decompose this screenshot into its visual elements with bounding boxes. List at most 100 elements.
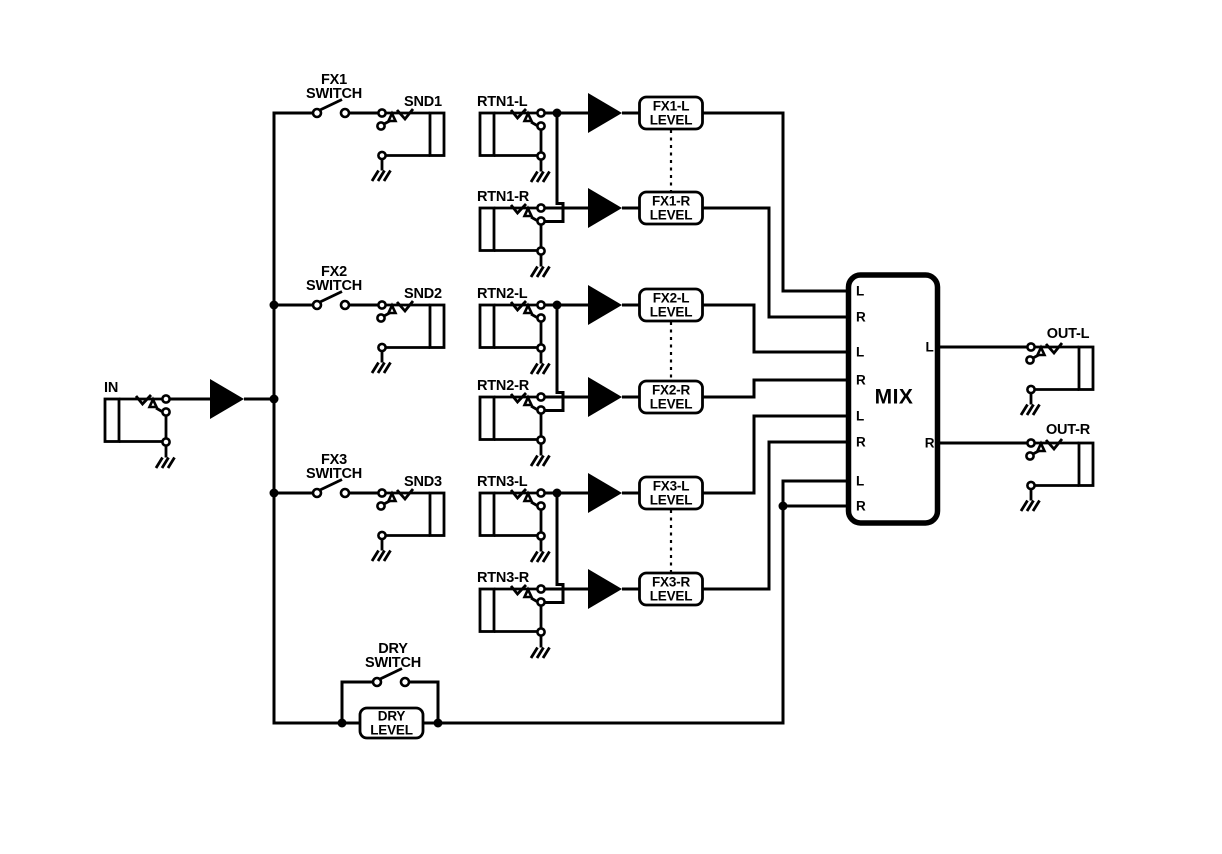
dry-level-block: DRY LEVEL: [358, 706, 425, 740]
mix-in-8-label: R: [856, 499, 866, 514]
fx3-l-level-label2: LEVEL: [650, 493, 693, 508]
fx2-switch-label: FX2: [321, 264, 347, 280]
rtn1-l-jack-icon: [478, 107, 551, 184]
dry-switch-label2: SWITCH: [365, 655, 421, 671]
snd3-jack-icon: [370, 487, 446, 563]
mix-in-7-label: L: [856, 474, 864, 489]
rtn2-l-jack-icon: [478, 299, 551, 376]
wire-fx3l-to-mix: [702, 414, 852, 495]
fx3-r-level-label2: LEVEL: [650, 589, 693, 604]
mix-in-3-label: L: [856, 345, 864, 360]
fx1-switch-icon: [311, 98, 351, 119]
junction-dot: [433, 718, 443, 728]
snd2-label: SND2: [404, 286, 442, 302]
mix-label: MIX: [875, 386, 914, 409]
fx1-r-level-label2: LEVEL: [650, 208, 693, 223]
rtn1-l-amp-icon: [588, 93, 622, 133]
wire-dry-to-mix-l: [423, 479, 852, 725]
out-r-label: OUT-R: [1046, 422, 1091, 438]
fx3-l-level-block: FX3-L LEVEL: [638, 475, 704, 511]
rtn2-l-label: RTN2-L: [477, 286, 528, 302]
mix-in-1-label: L: [856, 284, 864, 299]
mix-in-2-label: R: [856, 310, 866, 325]
rtn1-r-amp-icon: [588, 188, 622, 228]
fx3-r-level-block: FX3-R LEVEL: [638, 571, 704, 607]
rtn1-l-label: RTN1-L: [477, 94, 528, 110]
in-label: IN: [104, 380, 118, 396]
wire-rtn1-normal-link: [544, 113, 565, 223]
dry-level-label2: LEVEL: [370, 723, 413, 738]
fx2-switch-icon: [311, 290, 351, 311]
input-buffer-amp-icon: [210, 379, 244, 419]
fx3-switch-icon: [311, 478, 351, 499]
fx3-r-level-label: FX3-R: [652, 575, 690, 590]
rtn3-l-jack-icon: [478, 487, 551, 564]
mix-out-l-label: L: [925, 340, 933, 355]
rtn2-r-jack-icon: [478, 391, 551, 468]
junction-dots: [269, 108, 788, 728]
fx2-r-level-label: FX2-R: [652, 383, 690, 398]
mix-in-5-label: L: [856, 409, 864, 424]
junction-dot: [552, 108, 562, 118]
rtn3-l-amp-icon: [588, 473, 622, 513]
junction-dot: [269, 300, 279, 310]
junction-dot: [269, 488, 279, 498]
junction-dot: [337, 718, 347, 728]
mix-in-4-label: R: [856, 373, 866, 388]
fx2-switch-label2: SWITCH: [306, 278, 362, 294]
rtn2-r-label: RTN2-R: [477, 378, 530, 394]
wire-fx1l-to-mix: [702, 111, 852, 293]
fx2-r-level-block: FX2-R LEVEL: [638, 379, 704, 415]
rtn2-l-amp-icon: [588, 285, 622, 325]
fx2-r-level-label2: LEVEL: [650, 397, 693, 412]
snd1-label: SND1: [404, 94, 442, 110]
fx1-r-level-label: FX1-R: [652, 194, 690, 209]
snd1-jack-icon: [370, 107, 446, 183]
dry-switch-label: DRY: [378, 641, 408, 657]
wire-amp-to-level-blocks: [622, 111, 640, 591]
rtn3-r-jack-icon: [478, 583, 551, 660]
mix-out-r-label: R: [925, 436, 935, 451]
dry-switch-icon: [371, 667, 411, 688]
out-r-jack-icon: [1019, 437, 1095, 513]
rtn3-l-label: RTN3-L: [477, 474, 528, 490]
fx1-l-level-label: FX1-L: [653, 99, 690, 114]
snd3-label: SND3: [404, 474, 442, 490]
fx3-switch-label2: SWITCH: [306, 466, 362, 482]
rtn3-r-amp-icon: [588, 569, 622, 609]
mix-in-6-label: R: [856, 435, 866, 450]
fx2-l-level-label2: LEVEL: [650, 305, 693, 320]
fx2-l-level-block: FX2-L LEVEL: [638, 287, 704, 323]
wire-fx3r-to-mix: [702, 440, 852, 591]
wire-rtn3-normal-link: [544, 493, 565, 604]
fx1-r-level-block: FX1-R LEVEL: [638, 190, 704, 226]
out-l-jack-icon: [1019, 341, 1095, 417]
out-l-label: OUT-L: [1047, 326, 1090, 342]
mix-block: MIX L R L R L R L R L R: [845, 272, 941, 526]
fx3-l-level-label: FX3-L: [653, 479, 690, 494]
wire-fx2l-to-mix: [702, 303, 852, 354]
in-jack-icon: [103, 393, 176, 470]
fx1-switch-label: FX1: [321, 72, 347, 88]
junction-dot: [269, 394, 279, 404]
junction-dot: [552, 488, 562, 498]
rtn3-r-label: RTN3-R: [477, 570, 530, 586]
wire-rtn2-normal-link: [544, 305, 565, 412]
wire-main-bus: [272, 111, 361, 725]
rtn1-r-label: RTN1-R: [477, 189, 530, 205]
wire-dry-bypass: [340, 680, 440, 723]
rtn1-r-jack-icon: [478, 202, 551, 279]
rtn2-r-amp-icon: [588, 377, 622, 417]
wire-fx1r-to-mix: [702, 206, 852, 319]
junction-dot: [778, 501, 788, 511]
fx1-switch-label2: SWITCH: [306, 86, 362, 102]
snd2-jack-icon: [370, 299, 446, 375]
fx1-l-level-label2: LEVEL: [650, 113, 693, 128]
labels: IN FX1 SWITCH FX2 SWITCH FX3 SWITCH DRY …: [104, 72, 1091, 671]
junction-dot: [552, 300, 562, 310]
wires: [169, 111, 1028, 725]
fx3-switch-label: FX3: [321, 452, 347, 468]
fx1-l-level-block: FX1-L LEVEL: [638, 95, 704, 131]
dry-level-label: DRY: [378, 709, 406, 724]
